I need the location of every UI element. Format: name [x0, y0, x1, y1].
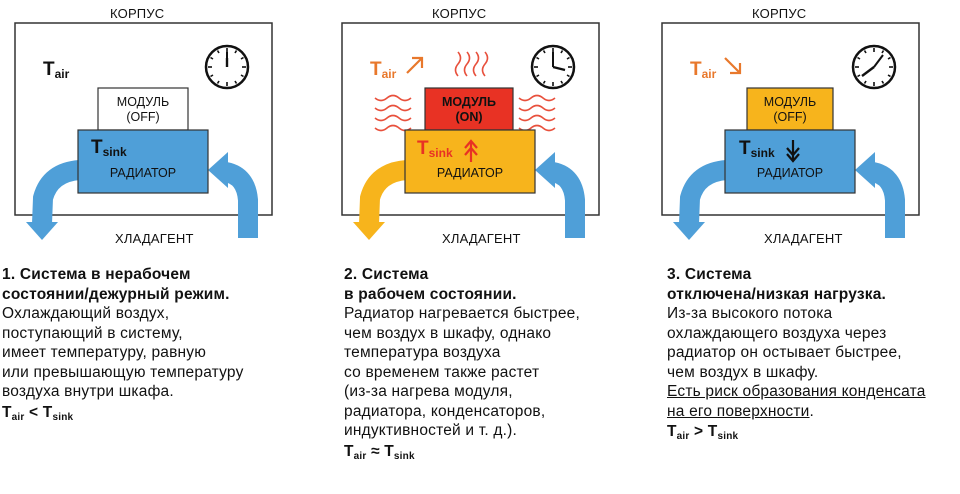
coolant-in-arrow	[535, 152, 585, 238]
clock-icon	[851, 44, 897, 90]
body-line: (из-за нагрева модуля,	[344, 383, 513, 400]
coolant-out-arrow	[26, 160, 82, 240]
description-shutdown: 3. Система отключена/низкая нагрузка. Из…	[667, 265, 960, 447]
warning-line: на его поверхности.	[667, 402, 815, 420]
module-box	[746, 87, 834, 131]
description-standby: 1. Система в нерабочем состоянии/дежурны…	[2, 265, 307, 427]
module-label: МОДУЛЬ(OFF)	[763, 95, 817, 124]
coolant-in-arrow	[208, 152, 258, 238]
coolant-label: ХЛАДАГЕНТ	[442, 231, 521, 246]
radiator-box	[724, 129, 856, 194]
coolant-in-arrow	[855, 152, 905, 238]
heading-line-1: 2. Система	[344, 266, 429, 283]
case-label: КОРПУС	[110, 6, 165, 21]
diagram-operating	[341, 22, 600, 240]
body-line: воздуха внутри шкафа.	[2, 383, 174, 400]
body-line: имеет температуру, равную	[2, 344, 207, 361]
body-line: радиатора, конденсаторов,	[344, 402, 546, 420]
temperature-formula: Tair < Tsink	[2, 403, 74, 423]
body-line: поступающий в систему,	[2, 324, 183, 342]
diagram-shutdown	[661, 22, 920, 240]
module-label: МОДУЛЬ(ON)	[441, 95, 497, 124]
heading-line-1: 1. Система в нерабочем	[2, 266, 191, 283]
body-line: чем воздух в шкафу.	[667, 363, 819, 381]
warning-line: Есть риск образования конденсата	[667, 383, 926, 400]
heading-line-2: в рабочем состоянии.	[344, 285, 517, 303]
panel-shutdown: КОРПУС Tair МОДУЛЬ(OFF) Tsink РАДИАТОР Х…	[647, 0, 960, 494]
radiator-label: РАДИАТОР	[436, 166, 504, 180]
tair-rising-arrow-icon	[406, 56, 424, 74]
module-box	[97, 87, 189, 131]
tair-label: Tair	[690, 59, 717, 81]
temperature-formula: Tair > Tsink	[667, 423, 739, 442]
coolant-label: ХЛАДАГЕНТ	[764, 231, 843, 246]
body-line: чем воздух в шкафу, однако	[344, 324, 552, 342]
tsink-label: Tsink	[417, 138, 453, 160]
description-operating: 2. Система в рабочем состоянии. Радиатор…	[344, 265, 649, 466]
body-line: Охлаждающий воздух,	[2, 305, 170, 322]
heat-waves-icon	[374, 51, 556, 132]
body-line: охлаждающего воздуха через	[667, 324, 887, 342]
body-line: со временем также растет	[344, 363, 540, 381]
coolant-out-arrow	[673, 160, 729, 240]
body-line: или превышающую температуру	[2, 363, 244, 381]
module-box	[424, 87, 514, 131]
module-label: МОДУЛЬ(OFF)	[116, 95, 170, 124]
panel-standby: КОРПУС Tair МОДУЛЬ(OFF) Tsink РАДИАТОР Х…	[0, 0, 320, 494]
radiator-box	[77, 129, 209, 194]
coolant-label: ХЛАДАГЕНТ	[115, 231, 194, 246]
heading-line-1: 3. Система	[667, 266, 752, 283]
diagram-standby	[14, 22, 273, 240]
body-line: Из-за высокого потока	[667, 305, 833, 322]
tsink-rising-arrow-icon	[464, 139, 478, 162]
tair-label: Tair	[43, 59, 70, 81]
body-line: индуктивностей и т. д.).	[344, 422, 517, 439]
coolant-out-arrow	[353, 160, 409, 240]
panel-operating: КОРПУС Tair МОДУЛЬ(ON) Tsink РАДИАТОР ХЛ…	[327, 0, 647, 494]
radiator-label: РАДИАТОР	[109, 166, 177, 180]
tsink-label: Tsink	[91, 137, 127, 159]
clock-icon	[530, 44, 576, 90]
tair-label: Tair	[370, 59, 397, 81]
tair-falling-arrow-icon	[724, 57, 742, 75]
clock-icon	[204, 44, 250, 90]
heading-line-2: отключена/низкая нагрузка.	[667, 285, 887, 303]
body-line: Радиатор нагревается быстрее,	[344, 305, 580, 322]
case-label: КОРПУС	[752, 6, 807, 21]
radiator-label: РАДИАТОР	[756, 166, 824, 180]
tsink-label: Tsink	[739, 138, 775, 160]
case-label: КОРПУС	[432, 6, 487, 21]
tsink-falling-arrow-icon	[786, 140, 800, 163]
body-line: радиатор он остывает быстрее,	[667, 344, 902, 361]
temperature-formula: Tair ≈ Tsink	[344, 442, 415, 462]
heading-line-2: состоянии/дежурный режим.	[2, 285, 230, 303]
body-line: температура воздуха	[344, 344, 501, 361]
